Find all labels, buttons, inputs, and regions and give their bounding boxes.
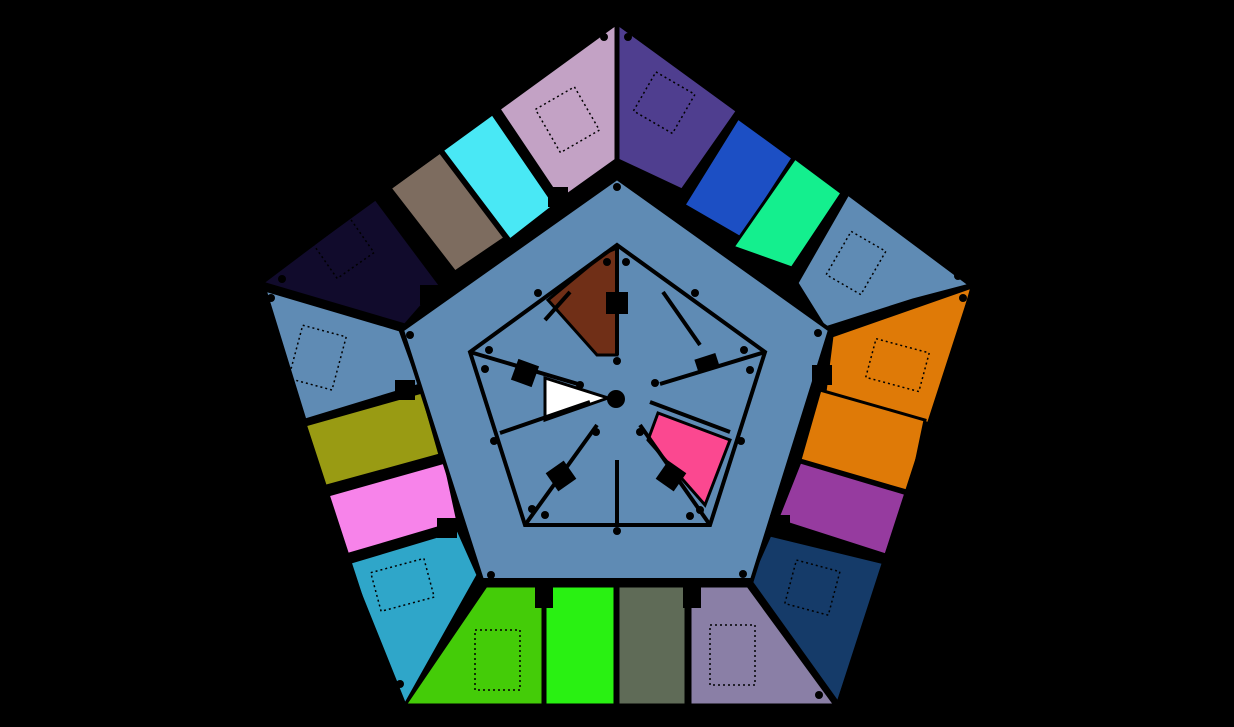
door-blocks bbox=[395, 187, 832, 608]
room-outer-s-2[interactable] bbox=[616, 584, 688, 707]
structural-columns bbox=[267, 33, 967, 699]
room-outer-w-1[interactable] bbox=[345, 528, 480, 709]
outer-wall bbox=[255, 18, 978, 709]
room-inner-9[interactable] bbox=[543, 375, 613, 423]
table-outlines bbox=[287, 70, 931, 691]
central-column bbox=[607, 390, 625, 408]
room-outer-ne-2[interactable] bbox=[730, 155, 845, 270]
room-outer-e-2[interactable] bbox=[798, 388, 927, 494]
room-inner-4[interactable] bbox=[646, 411, 732, 508]
room-outer-s-3[interactable] bbox=[543, 584, 617, 707]
room-outer-ne-3[interactable] bbox=[795, 191, 974, 330]
